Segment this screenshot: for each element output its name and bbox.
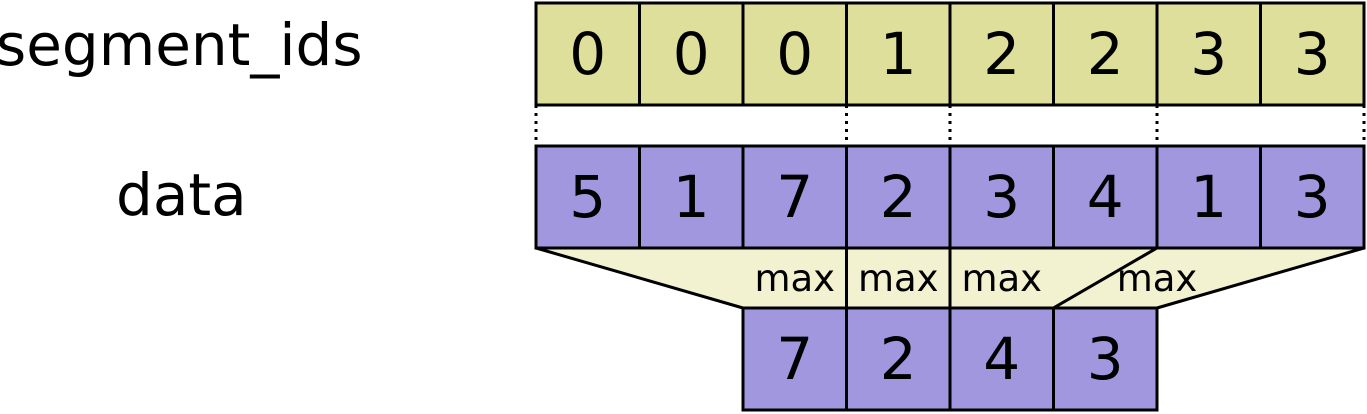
result-cell (1052, 306, 1159, 412)
data-cell (1155, 144, 1262, 250)
segment-id-value: 0 (673, 20, 710, 88)
segment-ids-label: segment_ids (0, 11, 363, 79)
segment-id-cell (845, 1, 952, 107)
segment-id-value: 2 (983, 20, 1020, 88)
data-value: 3 (983, 163, 1020, 231)
data-cell (1259, 144, 1366, 250)
result-cell (948, 306, 1055, 412)
segment-id-cell (534, 1, 641, 107)
data-value: 2 (880, 163, 917, 231)
segment-id-cell (1259, 1, 1366, 107)
segment-boundary-lines (534, 105, 1366, 146)
max-label: max (754, 257, 835, 300)
result-cell (845, 306, 952, 412)
segment-id-cell (638, 1, 745, 107)
data-cell (948, 144, 1055, 250)
data-cell (845, 144, 952, 250)
segment-id-value: 3 (1294, 20, 1331, 88)
segment-id-cell (1052, 1, 1159, 107)
result-cell (741, 306, 848, 412)
data-value: 5 (569, 163, 606, 231)
segment-id-value: 2 (1087, 20, 1124, 88)
result-value: 3 (1087, 325, 1124, 393)
data-cell (1052, 144, 1159, 250)
data-value: 1 (673, 163, 710, 231)
max-label: max (1117, 257, 1198, 300)
data-value: 1 (1190, 163, 1227, 231)
data-value: 3 (1294, 163, 1331, 231)
segment-id-cell (948, 1, 1055, 107)
result-value: 7 (776, 325, 813, 393)
data-value: 7 (776, 163, 813, 231)
max-label: max (858, 257, 939, 300)
segment-id-value: 1 (880, 20, 917, 88)
segment-id-value: 0 (569, 20, 606, 88)
data-value: 4 (1087, 163, 1124, 231)
segment-id-value: 3 (1190, 20, 1227, 88)
data-label: data (116, 161, 247, 229)
max-label: max (961, 257, 1042, 300)
segment-id-cell (741, 1, 848, 107)
result-value: 2 (880, 325, 917, 393)
result-value: 4 (983, 325, 1020, 393)
segment-id-value: 0 (776, 20, 813, 88)
data-cell (638, 144, 745, 250)
data-cell (534, 144, 641, 250)
